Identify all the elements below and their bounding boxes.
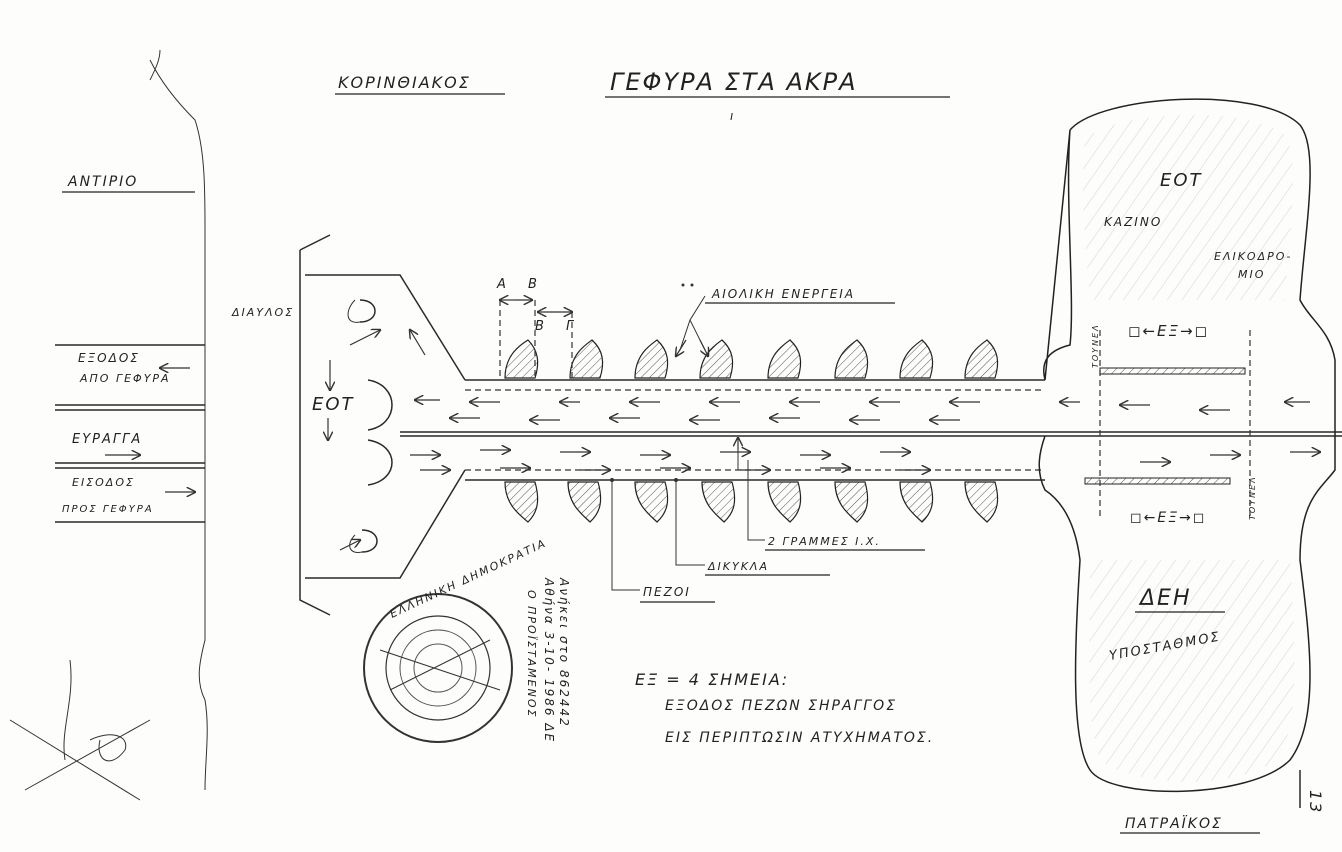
lanes-label: 2 ΓΡΑΜΜΕΣ Ι.Χ.	[768, 535, 881, 548]
channel-label: ΔΙΑΥΛΟΣ	[231, 306, 294, 319]
bridge-deck	[400, 379, 1342, 481]
west-plaza-label: ΕΟΤ	[312, 394, 355, 415]
dim-b: Β	[528, 277, 539, 292]
power-label: ΔΕΗ	[1138, 586, 1192, 611]
exit-bottom: ◻←ΕΞ→◻	[1130, 510, 1206, 526]
page-number: 13	[1306, 790, 1325, 814]
left-title: ΚΟΡΙΝΘΙΑΚΟΣ	[338, 73, 471, 92]
stamp-line-3: Ο ΠΡΟΪΣΤΑΜΕΝΟΣ	[525, 590, 538, 718]
footer-right-label: ΠΑΤΡΑΪΚΟΣ	[1125, 814, 1223, 832]
island-top-label: ΕΟΤ	[1160, 170, 1203, 191]
stamp-line-2: Αθήνα 3-10- 1986 ΔΕ	[542, 577, 556, 743]
official-stamp: ΕΛΛΗΝΙΚΗ ΔΗΜΟΚΡΑΤΙΑ Ανήκει στο 862442 Αθ…	[363, 536, 571, 743]
dim-b2: Β	[535, 319, 546, 334]
casino-label: ΚΑΖΙΝΟ	[1104, 215, 1162, 229]
west-plaza: ΕΟΤ	[299, 234, 466, 616]
heliport-label-1: ΕΛΙΚΟΔΡΟ-	[1214, 250, 1292, 263]
exit-top: ◻←ΕΞ→◻	[1128, 322, 1209, 340]
pedestrian-label: ΠΕΖΟΙ	[643, 585, 691, 599]
tunnel-top: ΤΟΥΝΕΛ	[1091, 323, 1100, 368]
footer: ΠΑΤΡΑΪΚΟΣ 13	[1120, 770, 1325, 834]
legend-notes: ΕΞ = 4 ΣΗΜΕΙΑ: ΕΞΟΔΟΣ ΠΕΖΩΝ ΣΗΡΑΓΓΟΣ ΕΙΣ…	[635, 670, 934, 746]
dim-g: Γ	[566, 319, 575, 334]
header: ΚΟΡΙΝΘΙΑΚΟΣ ΓΕΦΥΡΑ ΣΤΑ ΑΚΡΑ ı	[335, 68, 950, 123]
entry-label-1: ΕΙΣΟΔΟΣ	[72, 476, 135, 489]
left-shore: ΑΝΤΙΡΙΟ ΕΞΟΔΟΣ ΑΠΟ ΓΕΦΥΡΑ ΕΥΡΑΓΓΑ ΕΙΣΟΔΟ…	[9, 49, 294, 801]
exit-label-1: ΕΞΟΔΟΣ	[78, 351, 140, 365]
stamp-ring-text: ΕΛΛΗΝΙΚΗ ΔΗΜΟΚΡΑΤΙΑ	[388, 536, 549, 620]
note-line-2: ΕΞΟΔΟΣ ΠΕΖΩΝ ΣΗΡΑΓΓΟΣ	[665, 698, 897, 714]
dim-a: Α	[496, 277, 508, 292]
barrier-label: ΕΥΡΑΓΓΑ	[72, 432, 142, 447]
bridge-annotations: Α Β Β Γ ΑΙΟΛΙΚΗ ΕΝΕΡΓΕΙΑ 2 ΓΡΑΜΜΕΣ Ι.Χ. …	[496, 277, 925, 603]
main-title: ΓΕΦΥΡΑ ΣΤΑ ΑΚΡΑ	[610, 68, 858, 96]
entry-label-2: ΠΡΟΣ ΓΕΦΥΡΑ	[62, 504, 154, 515]
heliport-label-2: ΜΙΟ	[1238, 268, 1265, 281]
main-title-mark: ı	[730, 109, 735, 123]
stamp-line-1: Ανήκει στο 862442	[557, 577, 571, 728]
right-island: ΕΟΤ ΚΑΖΙΝΟ ΕΛΙΚΟΔΡΟ- ΜΙΟ ◻←ΕΞ→◻ ◻←ΕΞ→◻ Τ…	[1038, 98, 1336, 793]
wind-turbines	[504, 339, 999, 523]
bike-label: ΔΙΚΥΚΛΑ	[707, 560, 769, 573]
note-line-1: ΕΞ = 4 ΣΗΜΕΙΑ:	[635, 670, 789, 689]
note-line-3: ΕΙΣ ΠΕΡΙΠΤΩΣΙΝ ΑΤΥΧΗΜΑΤΟΣ.	[665, 730, 934, 746]
wind-label: ΑΙΟΛΙΚΗ ΕΝΕΡΓΕΙΑ	[711, 287, 855, 301]
exit-label-2: ΑΠΟ ΓΕΦΥΡΑ	[79, 372, 171, 385]
tunnel-bottom: ΤΟΥΝΕΛ	[1248, 475, 1257, 520]
place-antirrio: ΑΝΤΙΡΙΟ	[67, 174, 138, 190]
